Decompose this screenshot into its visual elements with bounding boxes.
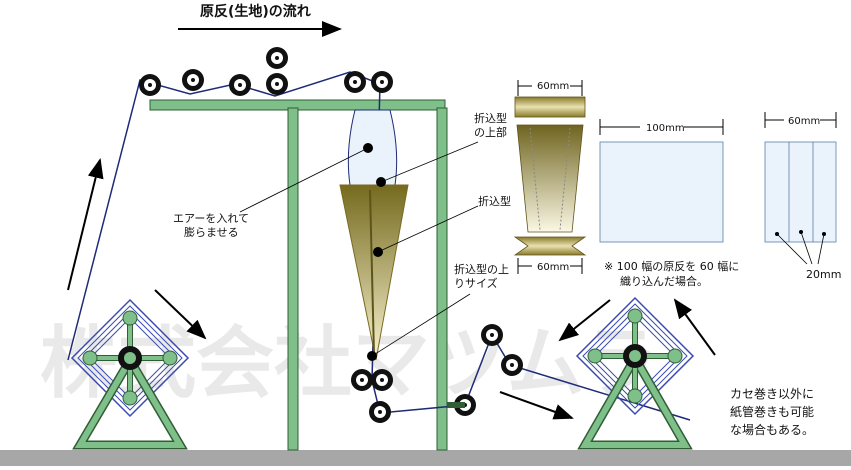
label-folder-size-1: 折込型の上 bbox=[454, 262, 509, 276]
dim-bottom-width: 60mm bbox=[537, 262, 569, 273]
floor bbox=[0, 450, 851, 466]
flow-title: 原反(生地)の流れ bbox=[200, 3, 311, 20]
watermark-text: 株式会社マツムラ bbox=[40, 319, 659, 409]
arrow-right-reel-left bbox=[558, 299, 611, 342]
arrow-to-right-reel bbox=[499, 391, 574, 420]
folder-cone bbox=[339, 184, 409, 361]
arrow-right-reel-up bbox=[673, 298, 716, 356]
label-folder-top-1: 折込型 bbox=[474, 111, 507, 125]
top-rollers bbox=[139, 47, 393, 96]
folded-fabric-detail: 60mm 20mm bbox=[764, 112, 841, 281]
label-folder: 折込型 bbox=[478, 194, 511, 208]
note-fold-1: ※ 100 幅の原反を 60 幅に bbox=[604, 260, 739, 273]
dim-fold-gap: 20mm bbox=[806, 268, 841, 281]
main-frame bbox=[149, 99, 448, 451]
raw-fabric-detail: 100mm bbox=[599, 119, 724, 243]
dim-folded-width: 60mm bbox=[788, 116, 820, 127]
left-reel bbox=[70, 298, 190, 450]
arrow-up-left bbox=[67, 158, 104, 291]
label-air-2: 膨らませる bbox=[184, 225, 239, 239]
right-reel bbox=[575, 296, 695, 450]
dim-top-width: 60mm bbox=[537, 81, 569, 92]
arrow-down-left bbox=[154, 289, 207, 340]
leader-lines bbox=[239, 141, 479, 357]
note-winding-3: な場合もある。 bbox=[730, 422, 814, 437]
bottom-rollers bbox=[351, 324, 523, 423]
folder-seam bbox=[369, 189, 375, 356]
label-folder-size-2: りサイズ bbox=[454, 276, 498, 290]
label-folder-top-2: の上部 bbox=[474, 125, 507, 139]
folder-detail: 60mm 60mm bbox=[513, 78, 587, 274]
dim-raw-width: 100mm bbox=[646, 123, 685, 134]
label-air-1: エアーを入れて bbox=[173, 212, 249, 225]
note-winding-2: 紙管巻きも可能 bbox=[730, 404, 814, 419]
note-fold-2: 織り込んだ場合。 bbox=[620, 274, 708, 288]
note-winding-1: カセ巻き以外に bbox=[730, 387, 814, 401]
